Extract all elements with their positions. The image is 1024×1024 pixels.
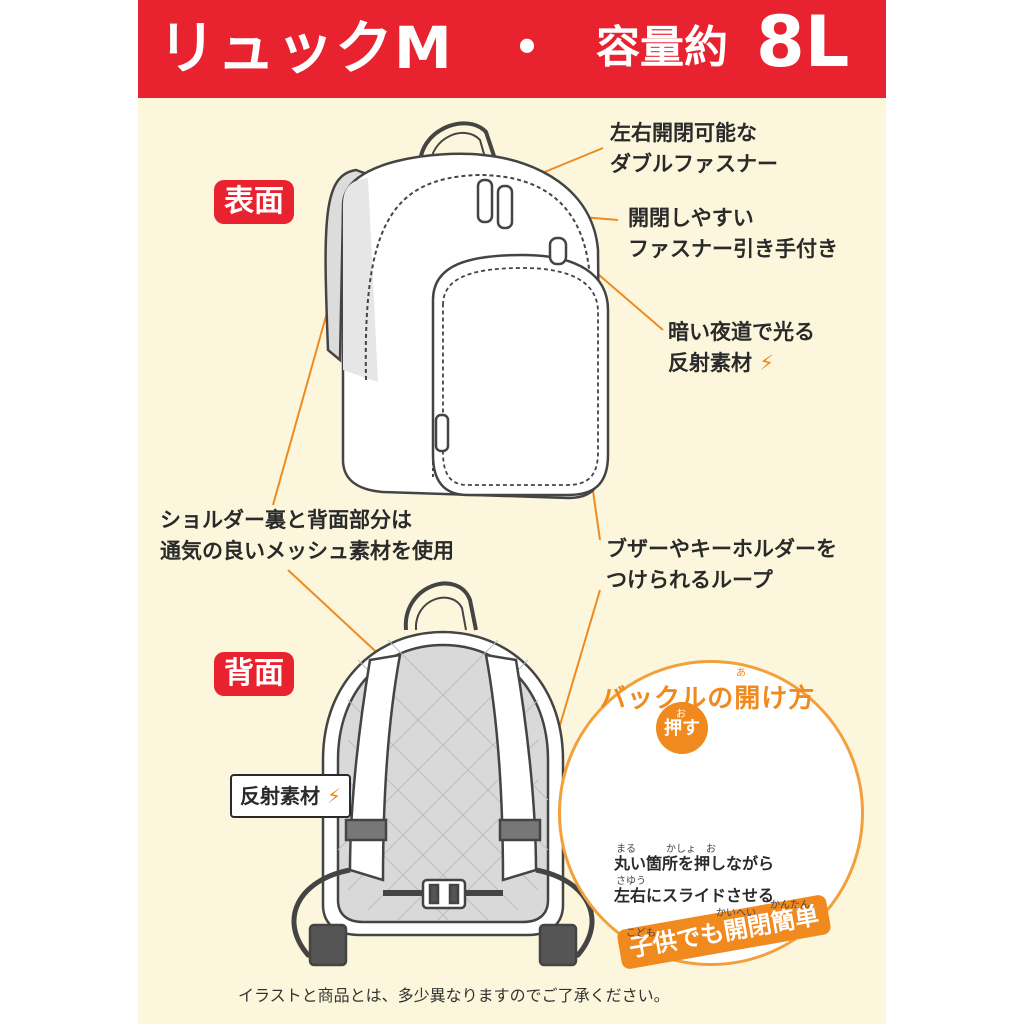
step2-ruby: さゆう — [616, 876, 646, 887]
lightning-bolt-icon: ⚡ — [320, 784, 342, 808]
title-banner: リュックM ・ 容量約 8L — [138, 0, 886, 98]
step1-ruby-2: かしょ — [666, 844, 696, 855]
capacity-value: 8L — [756, 1, 850, 83]
note-zipper-pull: 開閉しやすい ファスナー引き手付き — [628, 206, 838, 261]
title-separator: ・ — [498, 14, 557, 82]
disclaimer-text: イラストと商品とは、多少異なりますのでご了承ください。 — [238, 986, 670, 1005]
front-label: 表面 — [214, 180, 294, 224]
note-reflector: 暗い夜道で光る 反射素材 ⚡ — [668, 320, 815, 375]
slogan-ruby-3: かんたん — [770, 900, 810, 911]
back-label: 背面 — [214, 652, 294, 696]
product-card: リュックM ・ 容量約 8L — [138, 0, 886, 1024]
buckle-step-1: 丸い箇所を押しながら — [614, 854, 775, 873]
step1-ruby-1: まる — [616, 844, 636, 855]
capacity-label: 容量約 — [596, 22, 728, 73]
back-reflector-label: 反射素材 ⚡ — [230, 774, 352, 818]
front-backpack — [324, 121, 610, 500]
note-loop: ブザーやキーホルダーを つけられるループ — [606, 537, 837, 592]
buckle-step-2: 左右にスライドさせる — [614, 886, 775, 905]
lightning-bolt-icon: ⚡ — [752, 351, 775, 375]
buckle-title: バックルの開け方 — [600, 684, 816, 714]
slogan-ruby-2: かいへい — [716, 908, 756, 919]
back-backpack — [291, 581, 595, 967]
push-ruby: お — [676, 709, 686, 720]
step1-ruby-3: お — [706, 844, 716, 855]
backpack-illustration — [272, 121, 798, 967]
slogan-ruby-1: こども — [626, 928, 656, 939]
note-mesh: ショルダー裏と背面部分は 通気の良いメッシュ素材を使用 — [160, 508, 454, 563]
buckle-title-ruby: あ — [736, 668, 746, 679]
note-double-zipper: 左右開閉可能な ダブルファスナー — [610, 121, 778, 176]
push-badge: 押す — [656, 702, 708, 754]
product-name: リュックM — [158, 14, 453, 82]
